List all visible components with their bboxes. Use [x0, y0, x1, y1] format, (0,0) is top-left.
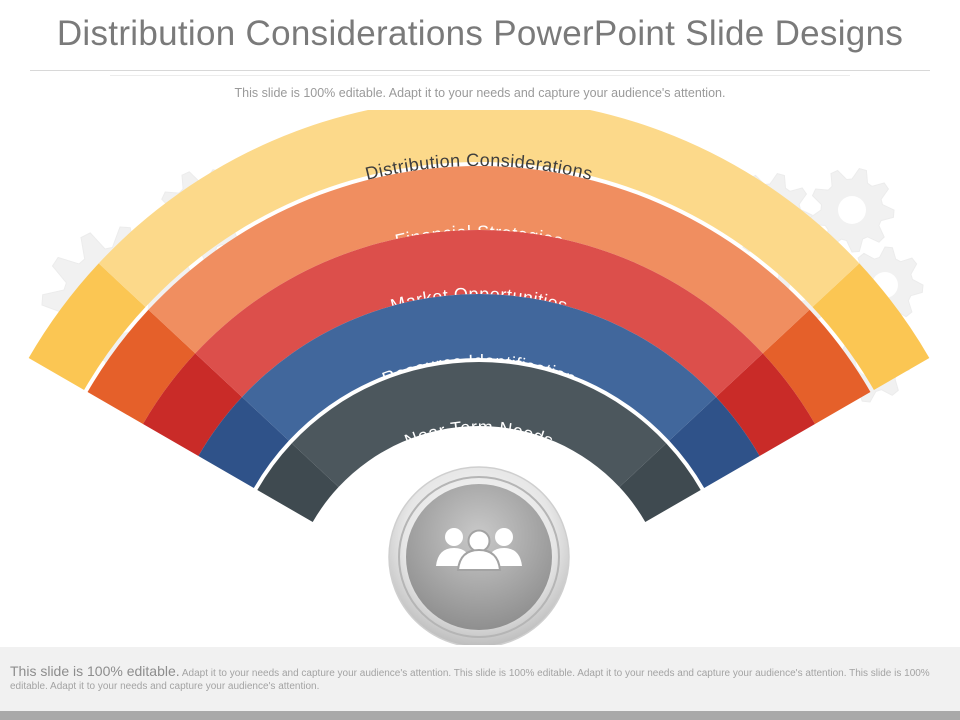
fan-layer-2-band [148, 166, 810, 354]
center-hub [388, 466, 570, 645]
fan-layer-3-left-wing [142, 353, 243, 456]
page-subtitle: This slide is 100% editable. Adapt it to… [234, 86, 726, 100]
footer-body: Adapt it to your needs and capture your … [10, 668, 930, 692]
gear-hole-4 [838, 196, 866, 224]
footer-bar [0, 711, 960, 720]
fan-layer-3-band [195, 229, 763, 398]
fan-layer-4-right-wing [669, 397, 760, 488]
fan-layer-2-left-wing [87, 309, 196, 424]
footer: This slide is 100% editable. Adapt it to… [0, 647, 960, 711]
people-group-icon [436, 528, 522, 571]
fan-layer-4-left-wing [198, 397, 289, 488]
fan-layer-5-right-wing [619, 443, 701, 522]
fan-layer-4-band [242, 293, 716, 441]
footer-text: This slide is 100% editable. Adapt it to… [10, 663, 940, 693]
footer-lead: This slide is 100% editable. [10, 663, 180, 679]
title-divider-inner [110, 75, 850, 76]
fan-layer-2-right-wing [762, 309, 871, 424]
fan-layer-1-band [98, 110, 860, 308]
title-divider [30, 70, 930, 71]
fan-layers: Distribution ConsiderationsFinancial Str… [28, 110, 930, 522]
fan-layer-1-right-wing [812, 263, 930, 390]
fan-layer-1-left-wing [28, 263, 146, 390]
fan-layer-5-left-wing [257, 443, 339, 522]
fan-layer-3-right-wing [715, 353, 816, 456]
page-title: Distribution Considerations PowerPoint S… [56, 14, 904, 53]
fan-layer-2: Financial Strategies [87, 166, 871, 424]
fan-layer-5-band [291, 361, 667, 488]
fan-diagram: Distribution ConsiderationsFinancial Str… [28, 110, 930, 645]
